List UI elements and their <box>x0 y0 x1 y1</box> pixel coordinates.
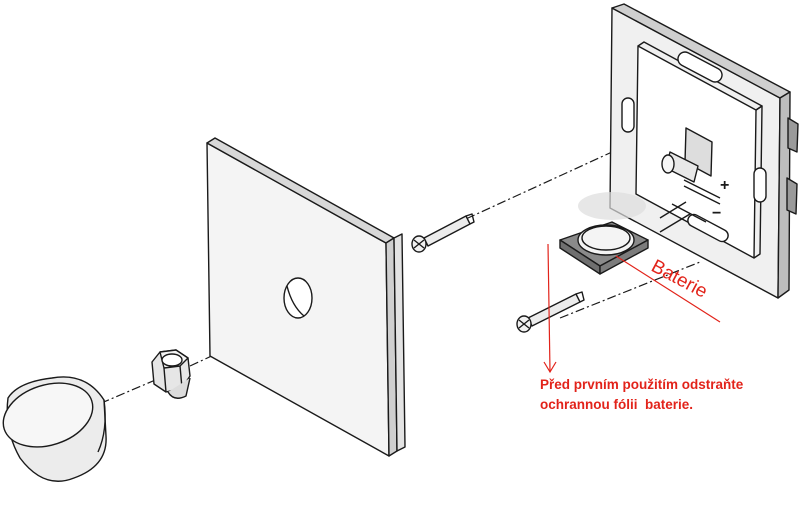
lower-screw <box>516 291 585 333</box>
shaft-hole <box>283 277 313 319</box>
knob-cap <box>2 376 107 482</box>
plus-terminal-label: + <box>720 177 729 194</box>
note-line-2: ochrannou fólii baterie. <box>540 397 694 412</box>
hex-adapter <box>151 349 191 399</box>
cover-plate <box>206 137 406 457</box>
foil-callout-arrow <box>543 243 557 374</box>
note-line-1: Před prvním použitím odstraňte <box>540 377 744 392</box>
minus-terminal-label: − <box>712 205 721 222</box>
mounting-frame: + − <box>609 3 799 299</box>
upper-screw <box>411 213 475 253</box>
protective-foil <box>578 192 646 220</box>
battery-holder <box>559 221 649 275</box>
battery-callout: Baterie <box>615 255 721 323</box>
foil-removal-note: Před prvním použitím odstraňte ochrannou… <box>540 375 800 415</box>
